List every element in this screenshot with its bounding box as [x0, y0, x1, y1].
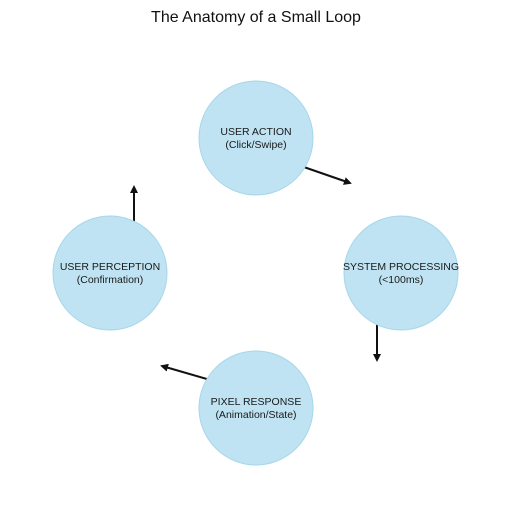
- node-user-action-label: USER ACTION: [220, 126, 291, 138]
- node-user-perception-sublabel: (Confirmation): [77, 274, 144, 286]
- node-system-processing-label: SYSTEM PROCESSING: [343, 261, 459, 273]
- node-pixel-response-circle: [198, 350, 314, 466]
- node-user-perception: USER PERCEPTION (Confirmation): [52, 215, 168, 331]
- node-user-action-sublabel: (Click/Swipe): [225, 139, 286, 151]
- node-user-action-circle: [198, 80, 314, 196]
- node-system-processing: SYSTEM PROCESSING (<100ms): [343, 215, 459, 331]
- node-system-processing-circle: [343, 215, 459, 331]
- node-user-perception-label: USER PERCEPTION: [60, 261, 160, 273]
- node-pixel-response-label: PIXEL RESPONSE: [211, 396, 302, 408]
- node-user-action: USER ACTION (Click/Swipe): [198, 80, 314, 196]
- arrow-action-to-processing: [297, 164, 352, 185]
- node-user-perception-circle: [52, 215, 168, 331]
- node-pixel-response-sublabel: (Animation/State): [215, 409, 296, 421]
- node-system-processing-sublabel: (<100ms): [379, 274, 424, 286]
- diagram-title: The Anatomy of a Small Loop: [151, 9, 361, 26]
- node-pixel-response: PIXEL RESPONSE (Animation/State): [198, 350, 314, 466]
